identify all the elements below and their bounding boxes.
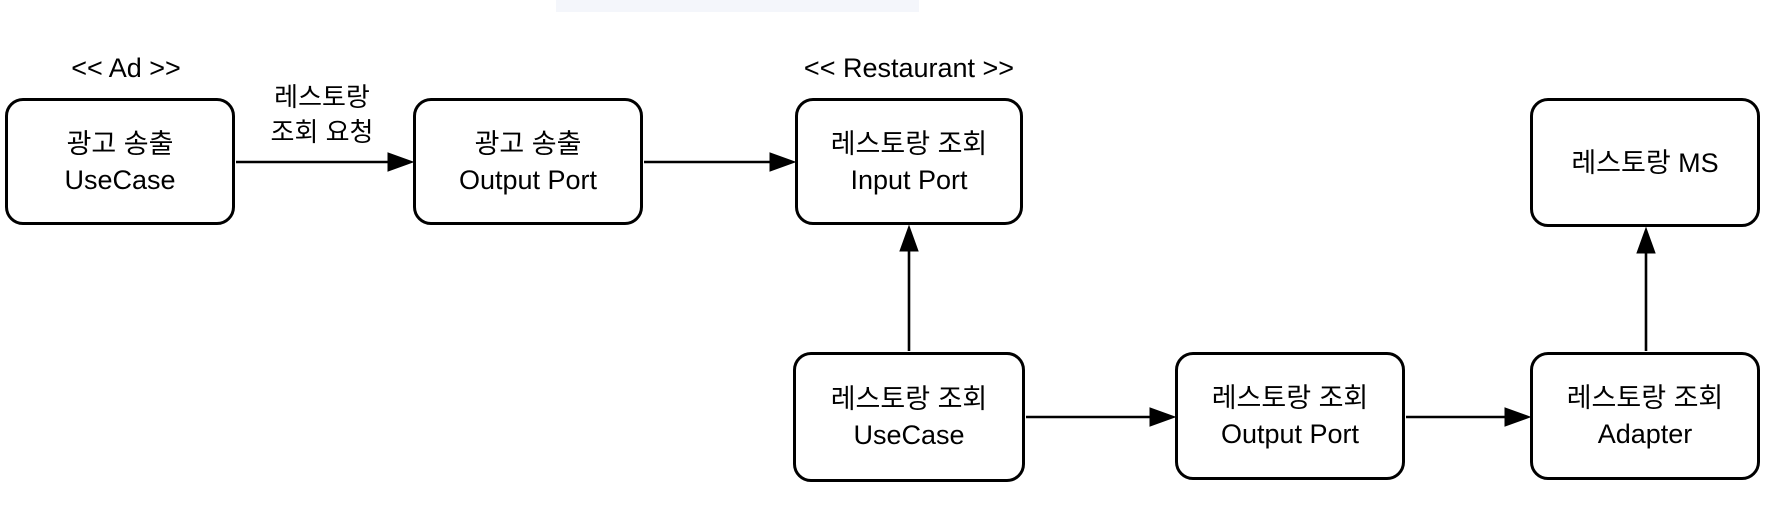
node-restaurant-usecase: 레스토랑 조회 UseCase [793, 352, 1025, 482]
stereotype-label-restaurant: << Restaurant >> [803, 53, 1015, 83]
node-label-line: Adapter [1597, 419, 1693, 449]
arrow-adoutputport-to-inputport [644, 152, 797, 172]
node-ad-output-port: 광고 송출 Output Port [413, 98, 643, 225]
node-label-line: 광고 송출 [66, 128, 174, 159]
arrow-usecase-to-inputport [899, 224, 919, 351]
node-label-line: 레스토랑 조회 [1566, 383, 1724, 413]
node-label-line: 레스토랑 조회 [830, 384, 988, 414]
edge-label-line-1: 레스토랑 [274, 82, 370, 112]
arrow-outputport-to-adapter [1406, 407, 1532, 427]
edge-label-line-2: 조회 요청 [270, 117, 374, 147]
node-label-line: 레스토랑 MS [1571, 147, 1719, 178]
edge-label-restaurant-lookup-request: 레스토랑 조회 요청 [212, 80, 432, 150]
node-label-line: 레스토랑 조회 [830, 128, 988, 159]
node-restaurant-output-port: 레스토랑 조회 Output Port [1175, 352, 1405, 480]
node-label-line: Output Port [458, 164, 598, 195]
stereotype-label-ad: << Ad >> [71, 53, 181, 83]
node-label-line: 레스토랑 조회 [1211, 383, 1369, 413]
node-label-line: UseCase [853, 420, 965, 450]
node-restaurant-ms: 레스토랑 MS [1530, 98, 1760, 227]
arrow-usecase-to-outputport [1026, 407, 1177, 427]
node-label-line: Output Port [1220, 419, 1360, 449]
node-restaurant-adapter: 레스토랑 조회 Adapter [1530, 352, 1760, 480]
node-ad-usecase: 광고 송출 UseCase [5, 98, 235, 225]
arrow-adapter-to-ms [1636, 226, 1656, 351]
cutoff-highlight-band [556, 0, 919, 12]
node-label-line: 광고 송출 [474, 128, 582, 159]
node-label-line: UseCase [64, 164, 176, 195]
node-label-line: Input Port [850, 164, 968, 195]
node-restaurant-input-port: 레스토랑 조회 Input Port [795, 98, 1023, 225]
arrow-adusecase-to-adoutputport [236, 152, 415, 172]
